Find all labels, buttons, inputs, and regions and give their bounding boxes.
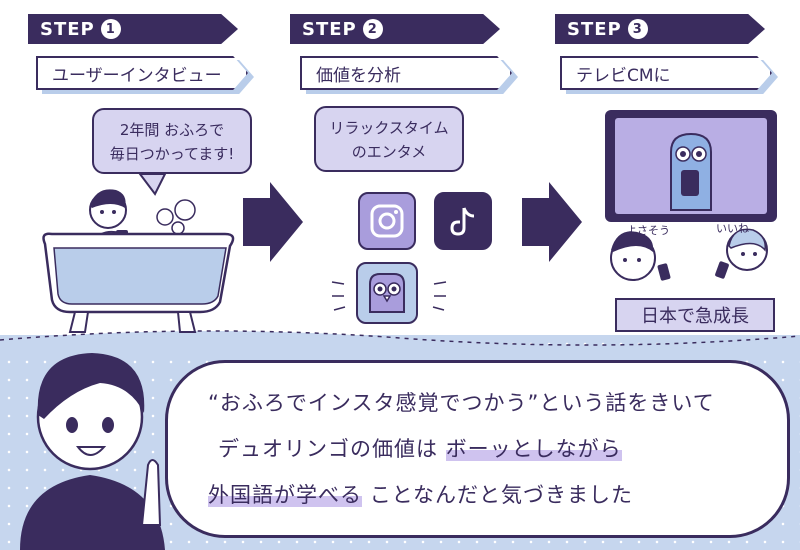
speech-line-2: デュオリンゴの価値は ボーッとしながら xyxy=(218,433,622,463)
arrow-right-icon xyxy=(243,182,303,262)
wave-divider xyxy=(0,330,800,358)
step-2-banner: STEP 2 xyxy=(290,14,500,44)
sparkle-lines xyxy=(331,281,447,311)
viewers-illustration xyxy=(610,228,768,281)
speech-line-3: 外国語が学べる ことなんだと気づきました xyxy=(208,479,633,509)
duolingo-icon xyxy=(356,262,418,324)
tv-screen xyxy=(605,110,777,222)
step-1-bubble-line-1: 2年間 おふろで xyxy=(119,121,225,139)
step-1-banner: STEP 1 xyxy=(28,14,238,44)
result-box: 日本で急成長 xyxy=(615,298,775,332)
step-2-number: 2 xyxy=(362,19,383,39)
owl-mascot-icon xyxy=(670,132,712,211)
reaction-right: いいね xyxy=(716,222,749,235)
step-3-title: テレビCMに xyxy=(560,56,772,90)
step-3-banner: STEP 3 xyxy=(555,14,765,44)
bathtub-illustration xyxy=(42,173,235,333)
speech-line-1: “おふろでインスタ感覚でつかう”という話をきいて xyxy=(208,391,715,415)
instagram-icon xyxy=(358,192,416,250)
step-3-number: 3 xyxy=(627,19,648,39)
speech-highlight-1: ボーッとしながら xyxy=(445,437,622,461)
step-2-bubble-line-2: のエンタメ xyxy=(351,143,427,161)
speech-highlight-2: 外国語が学べる xyxy=(208,483,362,507)
tiktok-icon xyxy=(434,192,492,250)
arrow-right-icon-2 xyxy=(522,182,582,262)
step-1-bubble-line-2: 毎日つかってます! xyxy=(109,145,235,163)
step-2-label: STEP xyxy=(302,18,357,40)
step-1-number: 1 xyxy=(100,19,121,39)
main-speech-bubble: “おふろでインスタ感覚でつかう”という話をきいて デュオリンゴの価値は ボーッと… xyxy=(165,360,790,538)
step-1-label: STEP xyxy=(40,18,95,40)
step-1-title: ユーザーインタビュー xyxy=(36,56,248,90)
reaction-left: よさそう xyxy=(626,224,670,237)
step-1-speech-bubble: 2年間 おふろで 毎日つかってます! xyxy=(92,108,252,174)
speech-line-2-text: デュオリンゴの価値は xyxy=(218,437,438,461)
step-2-title: 価値を分析 xyxy=(300,56,512,90)
speech-line-3-text: ことなんだと気づきました xyxy=(369,483,634,507)
step-2-bubble-line-1: リラックスタイム xyxy=(329,119,449,137)
step-2-speech-bubble: リラックスタイム のエンタメ xyxy=(314,106,464,172)
step-3-label: STEP xyxy=(567,18,622,40)
presenter-illustration xyxy=(20,353,165,550)
